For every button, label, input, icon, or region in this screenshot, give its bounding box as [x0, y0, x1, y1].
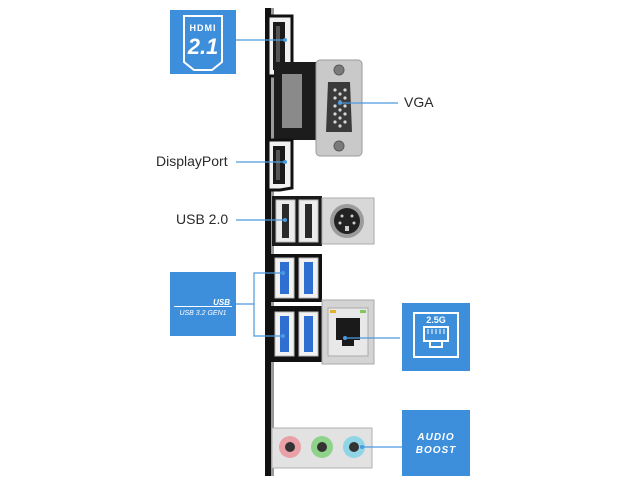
audio-boost-line1: AUDIO — [417, 432, 455, 443]
hdmi-badge: HDMI 2.1 — [170, 10, 236, 74]
displayport-label: DisplayPort — [156, 153, 228, 169]
io-backplate — [265, 8, 271, 476]
hdmi-logo-icon — [183, 15, 223, 71]
audio-boost-line2: BOOST — [415, 445, 457, 456]
usb3-badge: USB USB 3.2 GEN1 — [170, 272, 236, 336]
audio-boost-badge: AUDIO BOOST — [402, 410, 470, 476]
audio-jacks — [271, 427, 373, 469]
usb3-ports-upper — [270, 254, 322, 302]
callout-lines — [236, 39, 402, 448]
usb-logo-icon — [174, 306, 232, 307]
vga-label: VGA — [404, 94, 434, 110]
lan-badge: 2.5G — [402, 303, 470, 371]
lan-speed: 2.5G — [426, 315, 446, 325]
usb3-spec: USB 3.2 GEN1 — [179, 310, 227, 317]
displayport-port — [266, 138, 294, 192]
hdmi-version: 2.1 — [187, 34, 219, 59]
ethernet-port-icon — [413, 312, 459, 358]
ethernet-port — [321, 299, 375, 365]
usb2-ports — [272, 196, 322, 246]
hdmi-logo-word: HDMI — [189, 23, 217, 33]
usb-logo-word: USB — [213, 298, 230, 307]
hdmi-port — [266, 14, 294, 78]
usb20-label: USB 2.0 — [176, 211, 229, 227]
usb3-ports-lower — [270, 306, 322, 362]
ps2-port — [321, 197, 375, 245]
vga-port — [274, 59, 363, 157]
